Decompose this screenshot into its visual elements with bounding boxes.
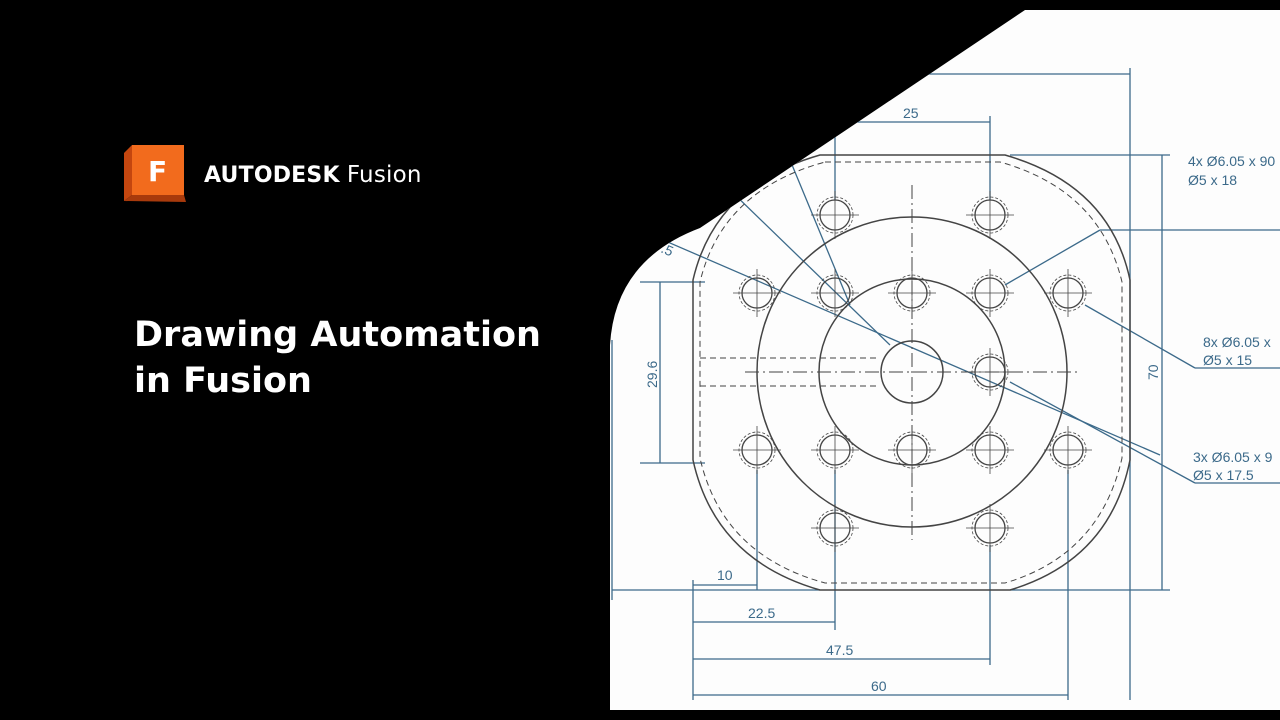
callout-2-line1: 8x Ø6.05 x xyxy=(1203,334,1271,350)
fusion-app-icon: F xyxy=(124,145,186,202)
dimension-labels: 25 70 29.6 .5 10 22.5 47.5 60 4x Ø6.05 x… xyxy=(644,105,1275,694)
headline-line2: in Fusion xyxy=(134,361,312,401)
brand-company: AUTODESK xyxy=(204,162,340,188)
hole-pattern xyxy=(733,191,1092,552)
brand-product: Fusion xyxy=(346,161,422,188)
headline: Drawing Automation in Fusion xyxy=(134,312,541,404)
headline-line1: Drawing Automation xyxy=(134,315,541,355)
dimension-lines xyxy=(611,68,1280,700)
dim-10: 10 xyxy=(717,567,733,583)
autodesk-fusion-logo: F AUTODESK Fusion xyxy=(124,145,422,203)
dim-left: 29.6 xyxy=(644,361,660,388)
callout-3-line1: 3x Ø6.05 x 9 xyxy=(1193,449,1273,465)
dim-height: 70 xyxy=(1145,364,1161,380)
dim-22-5: 22.5 xyxy=(748,605,775,621)
callout-2-line2: Ø5 x 15 xyxy=(1203,352,1252,368)
dim-47-5: 47.5 xyxy=(826,642,853,658)
callout-1-line2: Ø5 x 18 xyxy=(1188,172,1237,188)
dim-top: 25 xyxy=(903,105,919,121)
callout-3-line2: Ø5 x 17.5 xyxy=(1193,467,1254,483)
callout-1-line1: 4x Ø6.05 x 90 xyxy=(1188,153,1275,169)
dim-60: 60 xyxy=(871,678,887,694)
svg-text:F: F xyxy=(148,155,167,188)
